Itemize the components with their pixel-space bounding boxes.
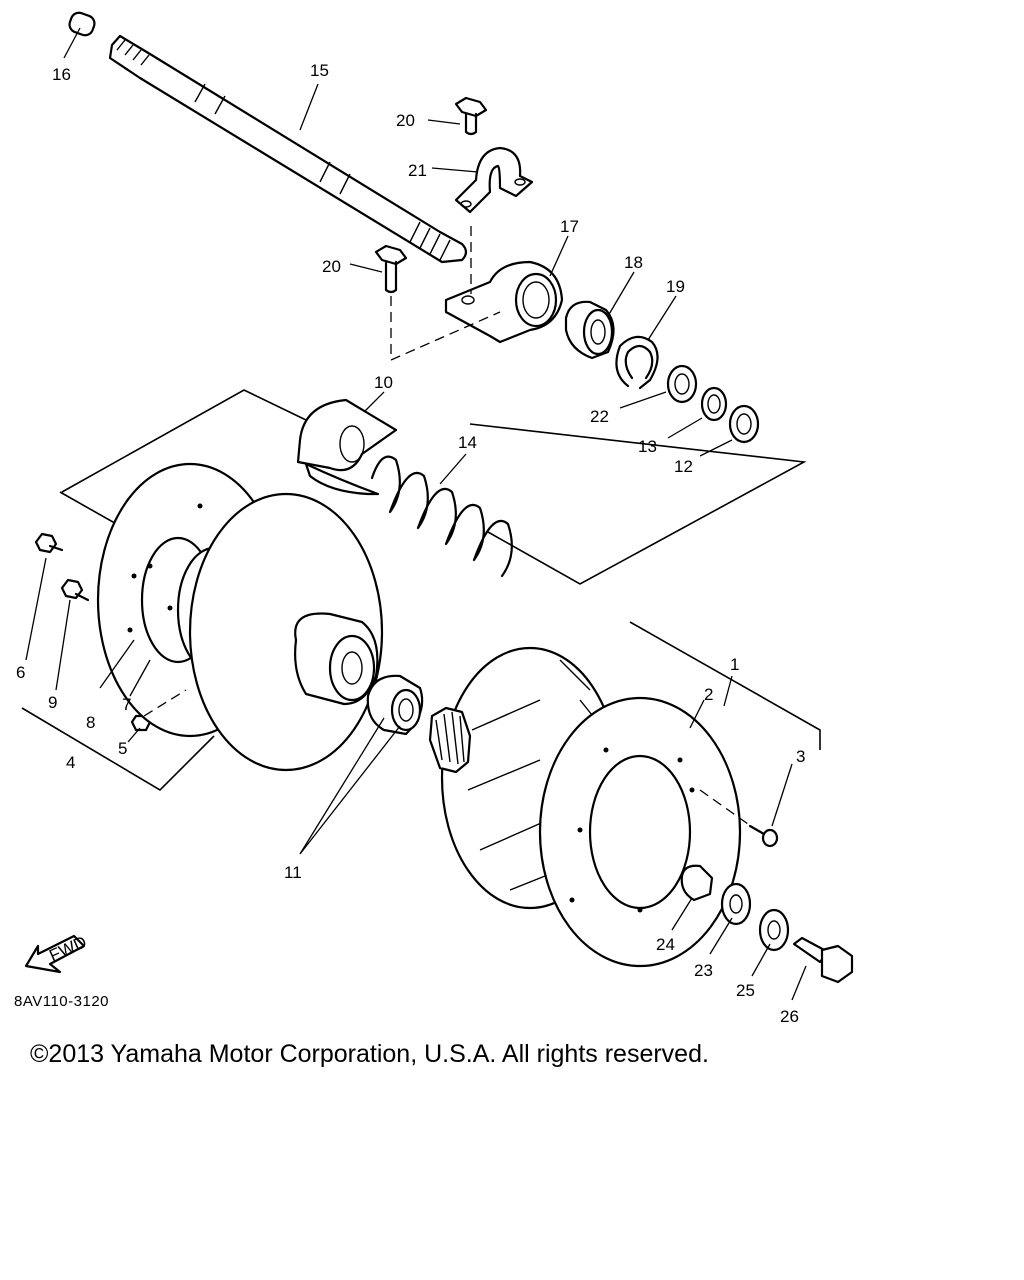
label-1: 1 bbox=[730, 655, 739, 674]
label-7: 7 bbox=[122, 695, 131, 714]
part-21-bracket bbox=[454, 146, 534, 214]
label-24: 24 bbox=[656, 935, 675, 954]
leader-lines bbox=[25, 27, 807, 1001]
group-box-right bbox=[629, 621, 821, 750]
label-15: 15 bbox=[310, 61, 329, 80]
label-4: 4 bbox=[66, 753, 75, 772]
guide-lines bbox=[143, 226, 749, 825]
part-25-washer bbox=[758, 908, 790, 952]
diagram-code: 8AV110-3120 bbox=[14, 993, 110, 1010]
label-11: 11 bbox=[284, 863, 302, 882]
label-22: 22 bbox=[590, 407, 609, 426]
label-23: 23 bbox=[694, 961, 713, 980]
label-19: 19 bbox=[666, 277, 685, 296]
part-16-cap bbox=[68, 11, 96, 37]
label-21: 21 bbox=[408, 161, 427, 180]
part-14-spring bbox=[370, 455, 513, 578]
label-10: 10 bbox=[374, 373, 393, 392]
label-9: 9 bbox=[48, 693, 57, 712]
svg-text:FWD: FWD bbox=[46, 932, 89, 965]
label-16: 16 bbox=[52, 65, 71, 84]
label-3: 3 bbox=[796, 747, 805, 766]
part-18-bearing bbox=[564, 300, 615, 360]
part-24-spacer bbox=[680, 864, 714, 902]
part-17-housing bbox=[444, 260, 564, 344]
exploded-parts-diagram: FWD 1 2 3 4 5 6 7 8 9 10 11 12 13 14 15 … bbox=[16, 11, 854, 1026]
label-5: 5 bbox=[118, 739, 127, 758]
part-15-shaft bbox=[108, 34, 468, 264]
copyright-notice: ©2013 Yamaha Motor Corporation, U.S.A. A… bbox=[30, 1040, 709, 1068]
label-14: 14 bbox=[458, 433, 477, 452]
part-23-washer bbox=[720, 882, 752, 926]
label-20-upper: 20 bbox=[396, 111, 415, 130]
reference-labels: 1 2 3 4 5 6 7 8 9 10 11 12 13 14 15 16 1… bbox=[16, 61, 805, 1026]
label-20-lower: 20 bbox=[322, 257, 341, 276]
group-box-upper bbox=[59, 389, 807, 585]
part-20-bolt-upper bbox=[454, 96, 488, 136]
part-26-bolt bbox=[792, 936, 854, 984]
part-2-plate bbox=[538, 696, 742, 968]
part-9-bolt bbox=[60, 578, 90, 602]
label-6: 6 bbox=[16, 663, 25, 682]
part-12-washer bbox=[728, 404, 760, 444]
part-20-bolt-lower bbox=[374, 244, 408, 294]
part-11-bushing bbox=[366, 674, 424, 736]
label-17: 17 bbox=[560, 217, 579, 236]
part-13-washer bbox=[700, 386, 728, 422]
label-8: 8 bbox=[86, 713, 95, 732]
label-26: 26 bbox=[780, 1007, 799, 1026]
part-4-movable-sheave bbox=[188, 492, 384, 772]
label-13: 13 bbox=[638, 437, 657, 456]
label-2: 2 bbox=[704, 685, 713, 704]
part-19-circlip bbox=[615, 335, 659, 390]
label-12: 12 bbox=[674, 457, 693, 476]
part-10-cam bbox=[296, 398, 398, 496]
part-3-screw bbox=[748, 824, 779, 848]
label-18: 18 bbox=[624, 253, 643, 272]
label-25: 25 bbox=[736, 981, 755, 1000]
part-22-washer bbox=[666, 364, 698, 404]
part-6-bolt bbox=[34, 532, 64, 554]
group-box-left bbox=[21, 707, 215, 792]
fwd-arrow-icon: FWD bbox=[24, 932, 89, 974]
